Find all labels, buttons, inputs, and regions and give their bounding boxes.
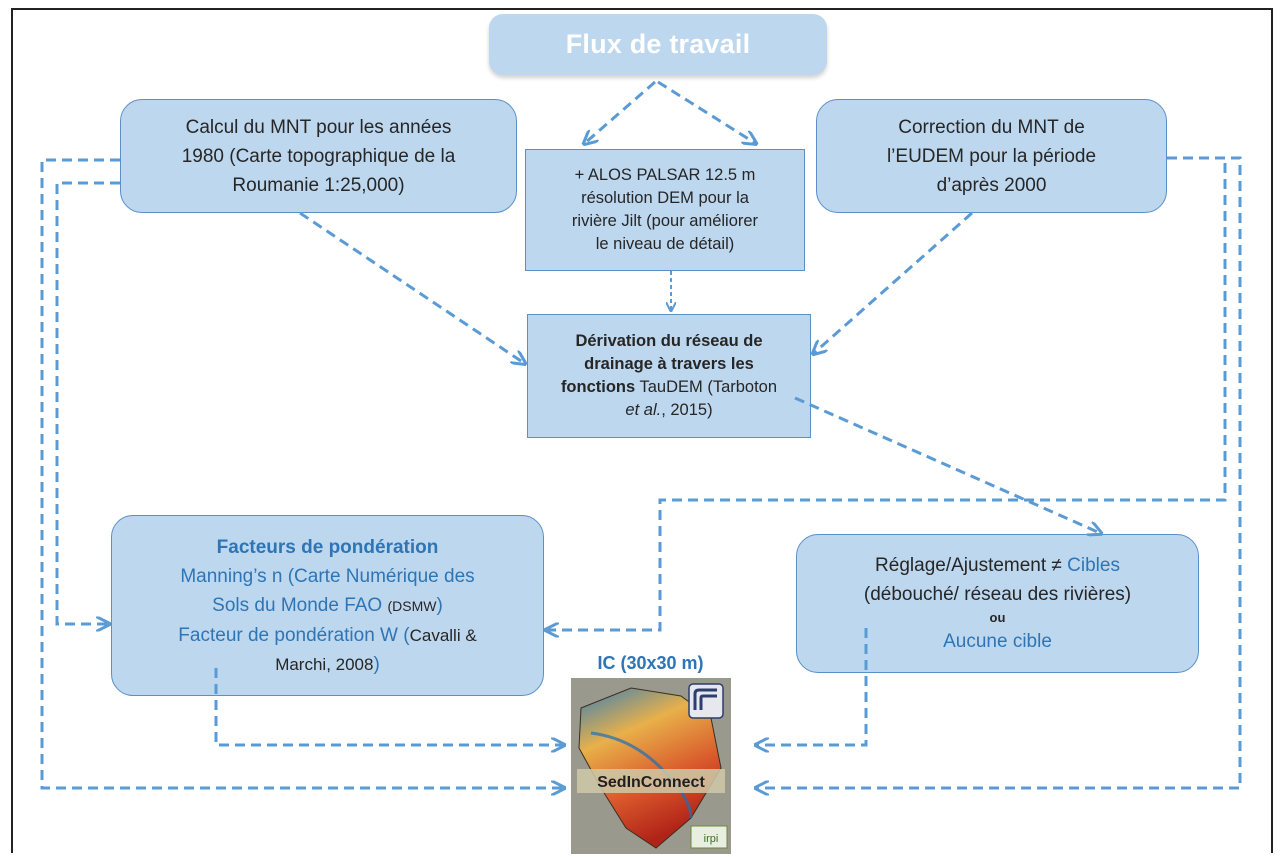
arrow-derivation-to-reglage — [794, 396, 1100, 533]
facteurs-line4a: Marchi, 2008 — [275, 654, 374, 674]
facteurs-line2a: Sols du Monde FAO — [212, 594, 388, 616]
alos-palsar-box: + ALOS PALSAR 12.5 m résolution DEM pour… — [525, 149, 805, 271]
logo-band — [577, 769, 725, 793]
derivation-line3-bold: fonctions — [560, 378, 636, 396]
derivation-line4: et al., 2015) — [625, 399, 712, 422]
arrow-eudem-right-loop — [757, 156, 1242, 788]
facteurs-line3: Facteur de pondération W (Cavalli & — [178, 621, 476, 650]
arrow-title-to-alos-right — [657, 80, 755, 143]
irpi-logo-icon — [690, 825, 728, 849]
alos-line3: rivière Jilt (pour améliorer — [571, 212, 759, 230]
reglage-line1a: Réglage/Ajustement ≠ — [875, 555, 1068, 576]
diagram-frame — [11, 8, 1273, 853]
cnr-logo-icon — [688, 683, 724, 719]
facteurs-line1: Manning’s n (Carte Numérique des — [180, 565, 475, 587]
arrow-facteurs-to-ic — [214, 668, 563, 745]
workflow-title: Flux de travail — [565, 29, 751, 59]
facteurs-line3b: Cavalli & — [409, 625, 477, 645]
alos-line2: résolution DEM pour la — [581, 189, 749, 207]
facteurs-line4: Marchi, 2008) — [275, 650, 380, 679]
derivation-line3-rest: TauDEM (Tarboton — [635, 378, 778, 396]
arrow-mnt1980-to-facteurs — [55, 181, 120, 624]
derivation-line4-italic: et al. — [625, 401, 662, 419]
arrow-mnt1980-to-derivation — [299, 211, 524, 363]
river-line — [590, 731, 693, 819]
alos-line4: le niveau de détail) — [595, 235, 735, 253]
workflow-title-box: Flux de travail — [489, 14, 827, 75]
facteurs-line2c: ) — [436, 594, 443, 616]
eudem-line1: Correction du MNT de — [898, 116, 1085, 138]
derivation-line4-rest: , 2015) — [661, 401, 713, 419]
facteurs-line2: Sols du Monde FAO (DSMW) — [212, 591, 443, 621]
arrow-reglage-to-ic — [757, 628, 868, 745]
sedinconnect-map-image: SedInConnect irpi — [571, 678, 731, 854]
facteurs-line3a: Facteur de pondération W ( — [178, 624, 410, 646]
mnt-1980-line3: Roumanie 1:25,000) — [232, 174, 405, 196]
reglage-box: Réglage/Ajustement ≠ Cibles (débouché/ r… — [796, 534, 1199, 673]
arrow-eudem-to-derivation — [814, 211, 973, 353]
reglage-line3: ou — [989, 610, 1006, 625]
derivation-line2: drainage à travers les — [584, 355, 754, 373]
facteurs-box: Facteurs de pondération Manning’s n (Car… — [111, 515, 544, 696]
mnt-1980-box: Calcul du MNT pour les années 1980 (Cart… — [120, 99, 517, 213]
ic-label: IC (30x30 m) — [597, 653, 704, 673]
eudem-line2: l’EUDEM pour la période — [886, 145, 1097, 167]
facteurs-heading: Facteurs de pondération — [216, 536, 439, 558]
arrow-title-to-alos-left — [585, 80, 656, 143]
derivation-line3: fonctions TauDEM (Tarboton — [561, 376, 777, 399]
cnr-logo-mark — [693, 688, 717, 710]
reglage-line1b: Cibles — [1067, 555, 1120, 576]
reglage-line4: Aucune cible — [943, 631, 1052, 652]
derivation-box: Dérivation du réseau de drainage à trave… — [527, 314, 811, 438]
reglage-line2: (débouché/ réseau des rivières) — [863, 584, 1132, 605]
mnt-1980-line1: Calcul du MNT pour les années — [185, 116, 452, 138]
facteurs-line4b: ) — [373, 653, 380, 675]
alos-line1: + ALOS PALSAR 12.5 m — [574, 166, 756, 184]
facteurs-line2b: (DSMW — [387, 597, 437, 614]
sedinconnect-logo-text: SedInConnect — [597, 774, 705, 791]
irpi-logo-text: irpi — [704, 833, 719, 845]
arrow-mnt1980-left-loop — [40, 158, 563, 788]
mnt-1980-line2: 1980 (Carte topographique de la — [181, 145, 456, 167]
eudem-box: Correction du MNT de l’EUDEM pour la pér… — [816, 99, 1167, 213]
derivation-line1: Dérivation du réseau de — [575, 332, 763, 350]
arrow-loop-to-facteurs — [547, 163, 1227, 630]
reglage-line1: Réglage/Ajustement ≠ Cibles — [875, 551, 1120, 580]
eudem-line3: d’après 2000 — [936, 174, 1047, 196]
